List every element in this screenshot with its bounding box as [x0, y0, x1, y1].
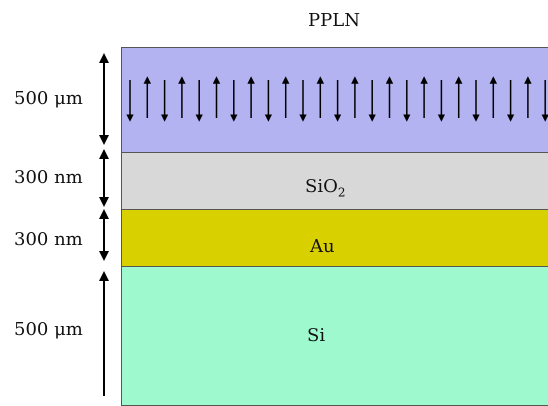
si-layer — [121, 266, 548, 406]
sio2-label-subscript: 2 — [337, 185, 346, 200]
sio2-layer — [121, 152, 548, 210]
si-thickness-label: 500 μm — [14, 319, 83, 340]
sio2-thickness-label: 300 nm — [14, 167, 83, 188]
sio2-label: SiO2 — [305, 176, 346, 200]
au-label: Au — [310, 236, 335, 257]
au-layer — [121, 209, 548, 267]
domain-arrows — [126, 76, 548, 122]
diagram-title: PPLN — [308, 10, 360, 31]
si-label: Si — [307, 325, 326, 346]
diagram-overlay — [99, 53, 548, 396]
sio2-label-text: SiO — [305, 176, 338, 197]
au-thickness-label: 300 nm — [14, 229, 83, 250]
ppln-thickness-label: 500 μm — [14, 88, 83, 109]
